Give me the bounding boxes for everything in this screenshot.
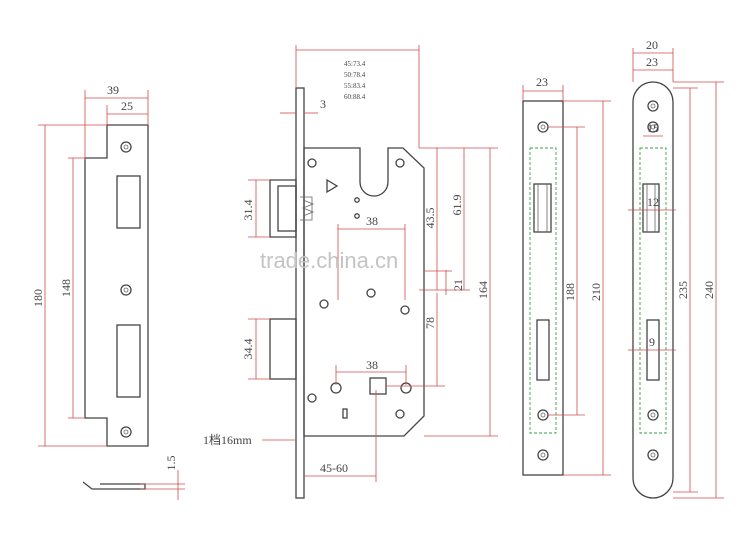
spindle-cylinder-label: 78 <box>423 317 437 329</box>
strike-plate <box>82 124 149 490</box>
square-inner-height-label: 188 <box>563 283 577 301</box>
backset-option-4: 60:88.4 <box>344 93 366 101</box>
spindle-hub-label: 21 <box>451 279 465 291</box>
round-width-outer-label: 20 <box>646 38 658 52</box>
case-depth-label: 61.9 <box>450 195 464 216</box>
backset-option-2: 50:78.4 <box>344 71 366 79</box>
watermark: trade.china.cn <box>260 248 398 273</box>
strike-width-outer-label: 39 <box>107 83 119 97</box>
faceplate-square <box>522 100 564 476</box>
latch-depth-label: 43.5 <box>423 208 437 229</box>
square-width-label: 23 <box>536 75 548 89</box>
square-height-label: 210 <box>589 283 603 301</box>
cylinder-spacing-label: 38 <box>366 358 378 372</box>
strike-plate-dimensions <box>38 90 185 500</box>
strike-height-inner-label: 148 <box>59 279 73 297</box>
body-height-label: 164 <box>476 281 490 299</box>
round-latch-depth-label: 12 <box>647 195 659 209</box>
strike-thickness-label: 1.5 <box>164 456 178 471</box>
faceplate-round-dimensions <box>628 48 724 499</box>
strike-width-inner-label: 25 <box>121 99 133 113</box>
backset-range-label: 45-60 <box>320 461 348 475</box>
latch-spacing-label: 38 <box>366 214 378 228</box>
round-width-inner-label: 23 <box>646 55 658 69</box>
round-latch-width-label: 15 <box>647 121 659 135</box>
lock-body-dimensions <box>248 45 498 482</box>
deadbolt-height-label: 34.4 <box>241 339 255 360</box>
round-bolt-width-label: 9 <box>649 335 655 349</box>
round-inner-height-label: 235 <box>676 281 690 299</box>
strike-height-outer-label: 180 <box>31 289 45 307</box>
faceplate-square-dimensions <box>522 85 611 476</box>
faceplate-offset-label: 3 <box>320 97 326 111</box>
backset-option-3: 55:83.4 <box>344 82 366 90</box>
backset-option-1: 45:73.4 <box>344 60 366 68</box>
lock-body <box>269 87 425 499</box>
faceplate-round <box>632 81 674 499</box>
bolt-throw-label: 1档16mm <box>203 433 252 447</box>
latch-height-label: 31.4 <box>241 200 255 221</box>
round-height-label: 240 <box>702 281 716 299</box>
